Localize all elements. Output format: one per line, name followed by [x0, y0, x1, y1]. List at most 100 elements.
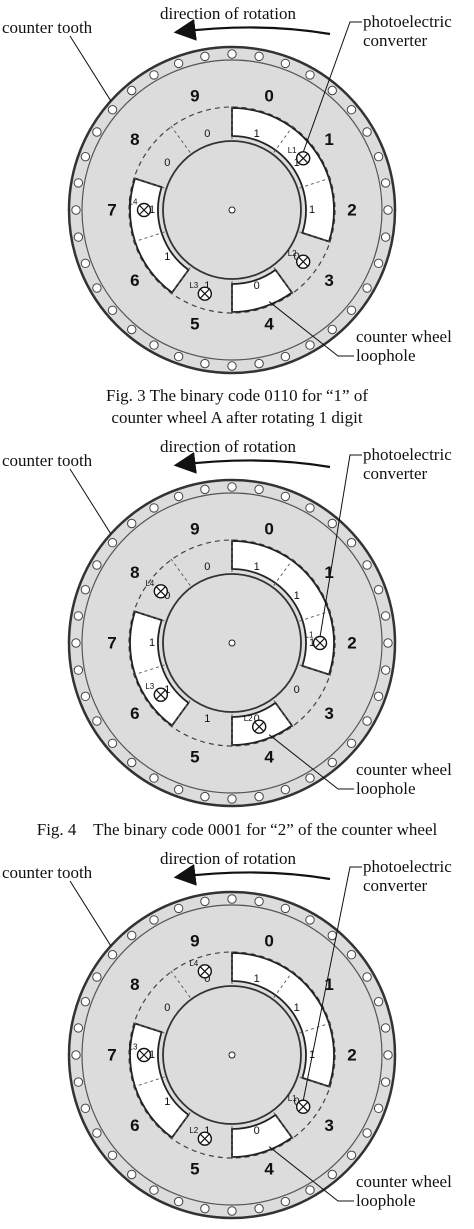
- converter-leader: [302, 21, 362, 153]
- sensor-label: L2: [288, 249, 297, 258]
- converter-label-line2: converter: [363, 464, 428, 483]
- bit-label: 1: [149, 637, 155, 649]
- counter-tooth: [227, 49, 237, 59]
- counter-tooth: [107, 538, 118, 548]
- bit-label: 1: [294, 1002, 300, 1014]
- counter-tooth: [80, 691, 91, 702]
- counter-tooth: [80, 584, 91, 595]
- converter-leader: [319, 454, 362, 638]
- dashed-track: [128, 951, 336, 1159]
- digit-label: 8: [130, 563, 139, 582]
- counter-tooth: [173, 491, 184, 502]
- sensor-label: L3: [145, 682, 154, 691]
- sensor-cross: [199, 1133, 210, 1144]
- bit-label: 1: [164, 684, 170, 696]
- counter-tooth: [327, 1169, 337, 1180]
- sensor-cross: [298, 1101, 309, 1112]
- digit-label: 6: [130, 1116, 139, 1135]
- counter-tooth: [200, 51, 210, 62]
- counter-tooth: [280, 58, 291, 69]
- counter-tooth: [227, 894, 237, 904]
- counter-tooth: [362, 716, 372, 726]
- counter-tooth-label: counter tooth: [2, 451, 93, 470]
- counter-tooth: [92, 972, 102, 982]
- counter-tooth: [73, 611, 84, 621]
- counter-tooth: [127, 1169, 137, 1180]
- counter-tooth: [200, 358, 210, 369]
- loophole-slot: [231, 268, 294, 313]
- counter-tooth: [173, 351, 184, 362]
- digit-label: 1: [324, 975, 333, 994]
- converter-label-line1: photoelectric: [363, 12, 452, 31]
- counter-tooth: [362, 127, 372, 137]
- digit-label: 7: [107, 1046, 116, 1065]
- counter-tooth: [380, 178, 391, 188]
- counter-tooth: [346, 738, 357, 748]
- bit-label: 1: [149, 1049, 155, 1061]
- counter-tooth: [149, 503, 159, 513]
- counter-tooth: [254, 51, 264, 62]
- counter-tooth: [73, 665, 84, 675]
- bit-label: 1: [254, 561, 260, 573]
- counter-tooth: [327, 85, 337, 96]
- digit-label: 0: [264, 86, 273, 105]
- counter-tooth: [71, 1050, 81, 1060]
- bit-label: 1: [254, 973, 260, 985]
- counter-tooth: [200, 484, 210, 495]
- counter-tooth: [127, 324, 137, 335]
- counter-tooth: [346, 305, 357, 315]
- counter-tooth: [173, 58, 184, 69]
- rotation-label: direction of rotation: [160, 437, 296, 456]
- counter-tooth: [362, 972, 372, 982]
- sensor-label: L4: [189, 959, 198, 968]
- counter-tooth: [327, 324, 337, 335]
- bit-label: 1: [254, 128, 260, 140]
- digit-label: 1: [324, 130, 333, 149]
- sensor-label: L4: [145, 579, 154, 588]
- counter-tooth: [149, 1185, 159, 1195]
- sensor-label: L2: [244, 714, 253, 723]
- counter-tooth: [71, 638, 81, 648]
- counter-tooth: [149, 70, 159, 80]
- counter-tooth: [280, 491, 291, 502]
- digit-label: 9: [190, 86, 199, 105]
- counter-tooth: [149, 773, 159, 783]
- counter-tooth: [380, 665, 391, 675]
- center-hole: [228, 639, 236, 647]
- counter-tooth: [127, 930, 137, 941]
- rotation-label: direction of rotation: [160, 4, 296, 23]
- counter-tooth: [80, 151, 91, 162]
- counter-tooth: [373, 996, 384, 1007]
- counter-tooth: [127, 518, 137, 529]
- figure-3-caption: Fig. 3 The binary code 0110 for “1” of c…: [0, 385, 474, 429]
- counter-tooth: [227, 361, 237, 371]
- sensor-cross: [199, 966, 210, 977]
- sensor-label: L2: [189, 1126, 198, 1135]
- sensor-cross: [315, 638, 325, 648]
- bit-label: 1: [204, 1125, 210, 1137]
- counter-tooth: [373, 691, 384, 702]
- counter-tooth: [107, 1150, 118, 1160]
- digit-label: 3: [324, 704, 333, 723]
- wheel-label-line2: loophole: [356, 1191, 416, 1210]
- sensor-cross: [298, 256, 309, 267]
- bit-label: 0: [164, 1002, 170, 1014]
- bit-label: 1: [309, 637, 315, 649]
- counter-tooth: [280, 903, 291, 914]
- sensor-label: L1: [305, 631, 314, 640]
- counter-tooth: [280, 351, 291, 362]
- center-hole: [228, 206, 236, 214]
- counter-tooth: [305, 773, 315, 783]
- caption-line: Fig. 4 The binary code 0001 for “2” of t…: [36, 820, 438, 839]
- counter-tooth: [254, 1203, 264, 1214]
- bit-label: 1: [204, 713, 210, 725]
- counter-tooth: [362, 1128, 372, 1138]
- counter-tooth: [383, 638, 393, 648]
- counter-tooth: [254, 358, 264, 369]
- bit-label: 0: [294, 251, 300, 263]
- counter-tooth: [380, 611, 391, 621]
- counter-tooth: [362, 283, 372, 293]
- counter-tooth: [346, 105, 357, 115]
